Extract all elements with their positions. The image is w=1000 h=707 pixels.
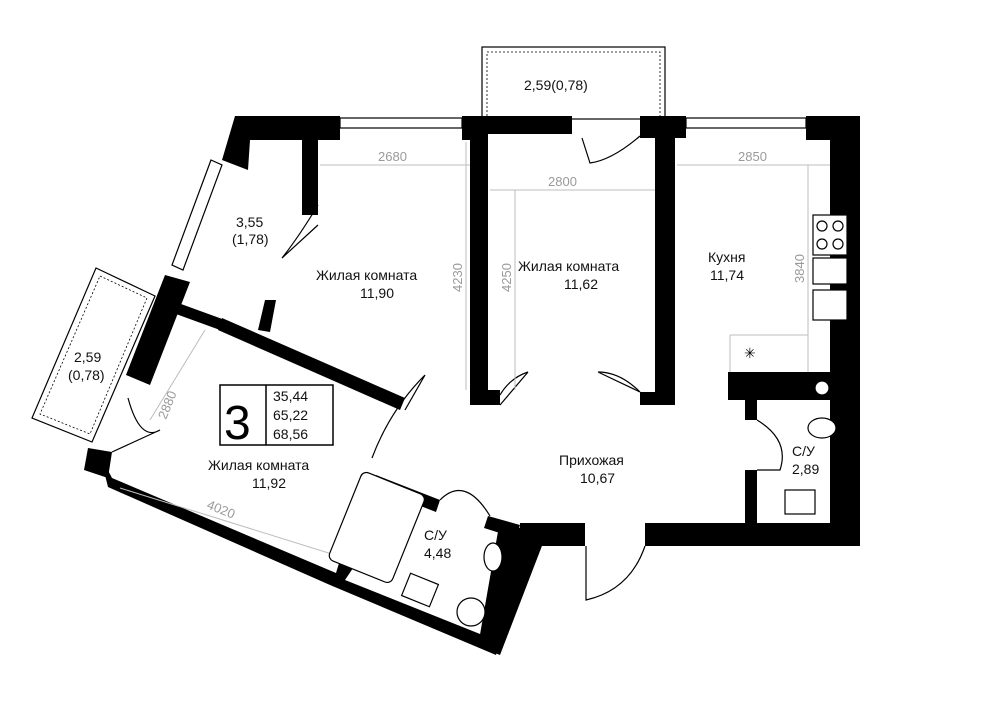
- kitchen-area: 11,74: [710, 267, 744, 283]
- windows: [171, 117, 807, 271]
- living3-area: 11,92: [252, 475, 286, 491]
- living-area: 35,44: [273, 388, 308, 404]
- living1-name: Жилая комната: [316, 267, 417, 283]
- bath2-name: С/У: [792, 443, 815, 459]
- balcony-left-reduced: (0,78): [68, 367, 105, 383]
- hall-name: Прихожая: [559, 452, 624, 468]
- total-area: 65,22: [273, 407, 308, 423]
- washing-machine-icon: [456, 597, 486, 627]
- living1-area: 11,90: [360, 285, 394, 301]
- dim-living1-width: 2680: [378, 149, 407, 164]
- living3-name: Жилая комната: [208, 457, 309, 473]
- hall-area: 10,67: [580, 470, 615, 486]
- room-labels: 2,59(0,78) 3,55 (1,78) Жилая комната 11,…: [68, 77, 819, 561]
- dim-kitchen-width: 2850: [738, 149, 767, 164]
- water-heater-icon: [814, 380, 830, 396]
- bathtub-icon: [328, 471, 425, 584]
- summary-box: 3 35,44 65,22 68,56: [219, 384, 334, 450]
- bath2-area: 2,89: [792, 461, 819, 477]
- balcony-left: [31, 267, 156, 443]
- kitchen-name: Кухня: [708, 249, 745, 265]
- living2-name: Жилая комната: [518, 258, 619, 274]
- kitchen-fixtures: ✳: [744, 214, 848, 396]
- toilet-icon: [483, 542, 503, 572]
- living2-area: 11,62: [564, 276, 598, 292]
- stove-icon: [812, 214, 848, 256]
- bath1-name: С/У: [424, 527, 447, 543]
- balcony-top-area: 2,59(0,78): [524, 77, 588, 93]
- dimension-lines: [119, 142, 830, 556]
- sink-icon: [812, 257, 848, 285]
- balcony-left-area: 2,59: [74, 349, 101, 365]
- washbasin-2-icon: [784, 489, 816, 515]
- dim-kitchen-depth: 3840: [792, 254, 807, 283]
- washbasin-icon: [400, 572, 440, 608]
- gas-icon: ✳: [744, 345, 756, 361]
- bath1-area: 4,48: [424, 545, 451, 561]
- loggia-area: 3,55: [236, 214, 263, 230]
- doors: [111, 135, 783, 601]
- total-with-balconies: 68,56: [273, 426, 308, 442]
- loggia-reduced: (1,78): [232, 231, 269, 247]
- dim-living3-depth: 2880: [155, 389, 180, 421]
- rooms-count: 3: [224, 397, 251, 450]
- dim-living2-width: 2800: [548, 174, 577, 189]
- dim-living3-width: 4020: [205, 497, 237, 522]
- interior-walls: [218, 140, 860, 538]
- dim-living2-depth: 4250: [499, 263, 514, 292]
- worktop-icon: [812, 289, 848, 321]
- balcony-top: [481, 46, 666, 120]
- bath-fixtures: [328, 417, 837, 627]
- toilet-2-icon: [807, 417, 837, 439]
- dim-living1-depth: 4230: [450, 263, 465, 292]
- outer-walls: [84, 116, 860, 655]
